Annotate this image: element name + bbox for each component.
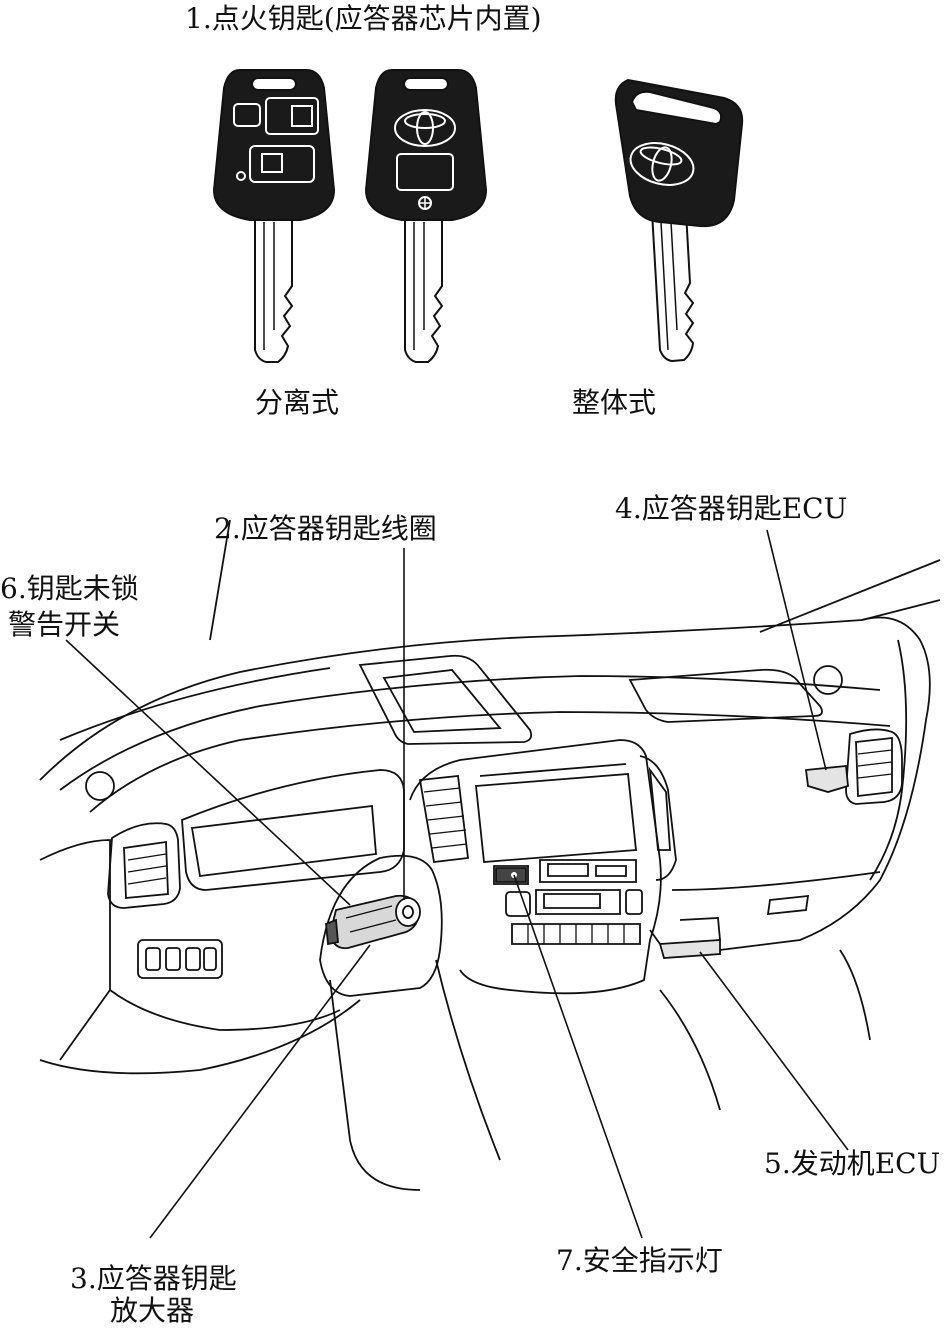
coil-label: 2.应答器钥匙线圈 bbox=[214, 512, 437, 545]
blank-plate bbox=[397, 154, 453, 190]
indicator-label: 7.安全指示灯 bbox=[556, 1244, 723, 1277]
led-dot bbox=[237, 172, 245, 180]
leader-key-ecu bbox=[767, 530, 826, 770]
dashboard-illustration bbox=[40, 520, 940, 1190]
engine-ecu-box bbox=[660, 940, 720, 958]
toyota-logo-icon bbox=[395, 110, 455, 146]
panic-button bbox=[250, 146, 314, 182]
keys-title: 1.点火钥匙(应答器芯片内置) bbox=[185, 2, 542, 35]
key-ecu-box bbox=[806, 766, 848, 792]
leader-engine-ecu bbox=[700, 952, 848, 1150]
key-ecu-label: 4.应答器钥匙ECU bbox=[615, 492, 848, 525]
amplifier-label-line1: 3.应答器钥匙 bbox=[70, 1262, 237, 1295]
leader-lines bbox=[66, 530, 848, 1238]
split-key-remote bbox=[214, 70, 334, 362]
warning-switch-label-line2: 警告开关 bbox=[8, 608, 121, 641]
unlock-button-inner bbox=[292, 106, 312, 126]
split-key-remote-groove bbox=[264, 222, 274, 350]
leader-indicator bbox=[514, 875, 642, 1238]
integrated-key-ring-hole bbox=[632, 92, 721, 124]
leader-amplifier bbox=[150, 945, 370, 1238]
integrated-key-blade bbox=[652, 212, 693, 361]
unlock-button bbox=[266, 98, 318, 134]
engine-ecu-label: 5.发动机ECU bbox=[764, 1147, 941, 1180]
warning-switch-label-line1: 6.钥匙未锁 bbox=[0, 572, 139, 605]
split-key-transponder bbox=[366, 70, 486, 362]
integrated-type-label: 整体式 bbox=[572, 386, 657, 419]
lock-button bbox=[234, 104, 260, 126]
amplifier-label-line2: 放大器 bbox=[110, 1294, 195, 1327]
split-key-ring-slot bbox=[252, 78, 296, 90]
toyota-logo-icon bbox=[626, 137, 698, 191]
panic-button-inner bbox=[262, 154, 282, 172]
leader-warning-switch bbox=[66, 640, 350, 905]
integrated-key bbox=[616, 80, 742, 361]
split-type-label: 分离式 bbox=[255, 386, 340, 419]
